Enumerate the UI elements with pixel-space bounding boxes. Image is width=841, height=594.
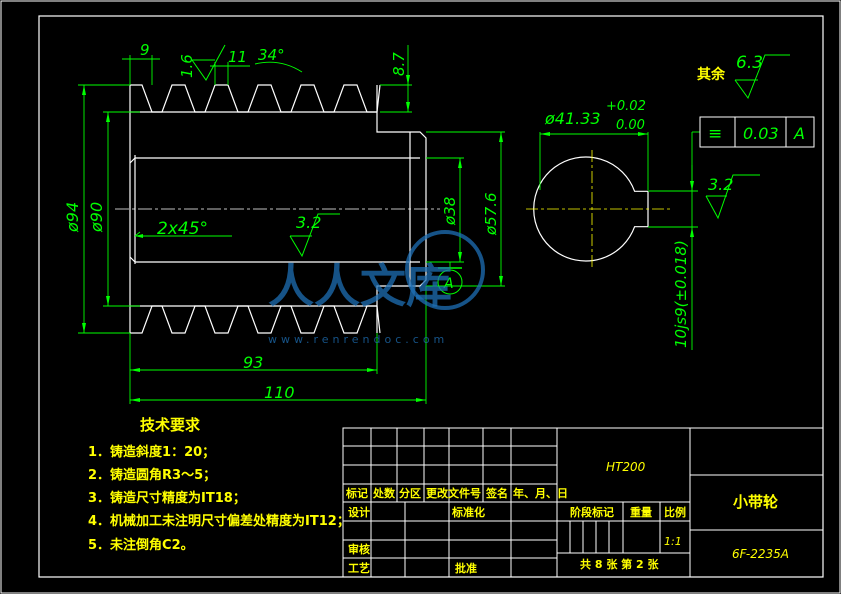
dim-phi-90: ø90: [87, 202, 106, 233]
tech-req-item: 5．未注倒角C2。: [88, 537, 194, 553]
header-signature: 签名: [485, 486, 508, 500]
tolerance-frame: [699, 116, 815, 148]
header-count: 处数: [372, 486, 396, 500]
process-label: 工艺: [348, 561, 370, 575]
general-roughness-value: 6.3: [736, 53, 763, 73]
dim-keyway: 10js9(±0.018): [672, 240, 690, 348]
tech-req-item: 1．铸造斜度1：20；: [88, 444, 215, 460]
tech-req-item: 2．铸造圆角R3～5；: [88, 467, 216, 483]
dim-angle-34: 34°: [258, 46, 285, 64]
ratio-label: 比例: [664, 505, 686, 519]
watermark-url: www.renrendoc.com: [268, 333, 448, 346]
dimension-arrows: [82, 75, 694, 402]
hub-end-view: [533, 156, 649, 262]
dim-phi-38: ø38: [441, 197, 459, 226]
part-name: 小带轮: [733, 493, 778, 511]
watermark-text: 人人文库: [268, 259, 452, 313]
dim-phi-94: ø94: [63, 202, 82, 233]
tech-req-item: 4．机械加工未注明尺寸偏差处精度为IT12；: [88, 513, 350, 529]
header-change-doc: 更改文件号: [426, 486, 481, 500]
approve-label: 批准: [455, 561, 477, 575]
dim-93: 93: [243, 353, 263, 372]
tolerance-datum: A: [793, 124, 805, 143]
drawing-number: 6F-2235A: [732, 547, 789, 561]
symmetry-symbol: ≡: [708, 124, 722, 144]
pulley-section-view: [129, 84, 427, 334]
dim-9: 9: [140, 41, 150, 59]
design-label: 设计: [348, 505, 370, 519]
dim-tol-upper: +0.02: [606, 99, 646, 114]
weight-label: 重量: [630, 505, 652, 519]
roughness-symbols: [191, 44, 790, 258]
watermark: [405, 230, 485, 310]
dim-11: 11: [228, 48, 247, 66]
header-zone: 分区: [399, 486, 421, 500]
header-mark: 标记: [345, 486, 368, 500]
tech-req-item: 3．铸造尺寸精度为IT18；: [88, 490, 246, 506]
material: HT200: [606, 460, 646, 474]
tech-req-title: 技术要求: [140, 416, 201, 434]
header-date: 年、月、日: [513, 486, 568, 500]
general-roughness-label: 其余: [697, 66, 726, 83]
dim-roughness-3-2-mid: 3.2: [296, 213, 321, 232]
dim-chamfer: 2x45°: [157, 219, 208, 239]
scale-value: 1:1: [664, 535, 682, 548]
dim-phi-41-33: ø41.33: [544, 109, 601, 128]
dim-roughness-3-2-right: 3.2: [708, 175, 733, 194]
sheet-info: 共 8 张 第 2 张: [580, 557, 659, 571]
check-label: 审核: [348, 542, 370, 556]
stage-mark-label: 阶段标记: [570, 505, 614, 519]
dim-phi-57-6: ø57.6: [482, 192, 500, 236]
dim-tol-lower: 0.00: [616, 118, 645, 133]
title-block: [342, 427, 824, 578]
standardize-label: 标准化: [451, 505, 485, 519]
datum-label: A: [443, 276, 454, 292]
dim-110: 110: [264, 383, 295, 402]
dim-8-7: 8.7: [390, 52, 408, 76]
dim-roughness-1-6: 1.6: [178, 54, 196, 78]
datum-circle: [437, 269, 463, 295]
tolerance-value: 0.03: [743, 124, 779, 143]
